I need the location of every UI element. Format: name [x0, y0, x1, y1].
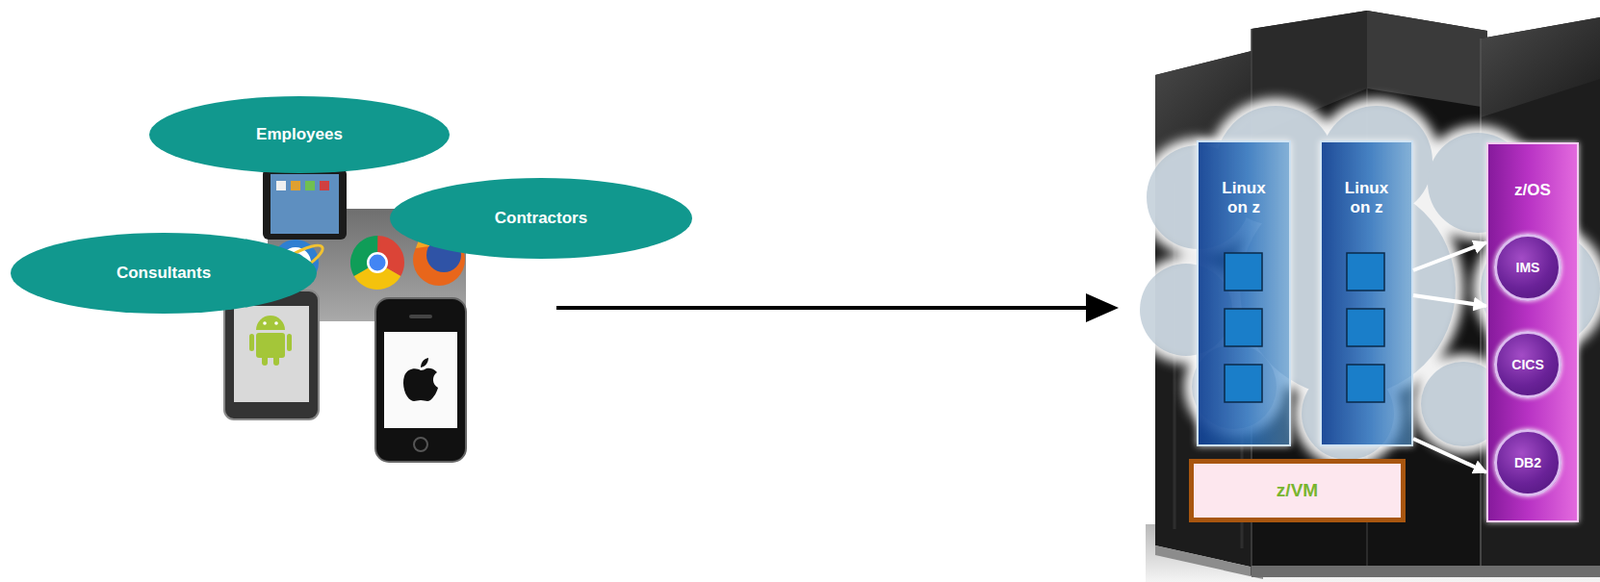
- user-group-ellipse: Employees: [149, 96, 450, 174]
- node-label: Linux on z: [1338, 179, 1396, 218]
- android-phone: [261, 355, 268, 366]
- tablet-device: [262, 168, 347, 240]
- android-phone: [274, 321, 279, 326]
- mainframe-illustration: [1480, 17, 1600, 118]
- android-phone: [262, 321, 267, 326]
- iphone-device: [375, 298, 466, 463]
- android-phone: [256, 333, 285, 359]
- mainframe-illustration: [1145, 10, 1600, 582]
- workload-squares: [1346, 364, 1385, 403]
- android-phone: [233, 306, 310, 403]
- user-group-ellipse: Contractors: [389, 178, 693, 259]
- mainframe-illustration: [1480, 17, 1600, 576]
- tablet-device: [305, 180, 315, 191]
- data-flow-arrow: [1413, 438, 1487, 473]
- tablet-device: [262, 168, 347, 240]
- workload-squares: [1224, 309, 1263, 347]
- workload-squares: [1346, 253, 1385, 291]
- iphone-device: [403, 368, 439, 402]
- iphone-device: [413, 438, 428, 452]
- subsystem-circle: DB2: [1494, 429, 1562, 497]
- workload-squares: [1346, 309, 1385, 347]
- node-label: z/VM: [1276, 480, 1318, 502]
- iphone-device: [375, 298, 466, 463]
- user-group-ellipse: Consultants: [10, 232, 317, 314]
- node-label: DB2: [1514, 455, 1542, 471]
- android-phone: [256, 315, 285, 331]
- mainframe-illustration: [1367, 10, 1488, 108]
- node-label: Employees: [256, 125, 343, 145]
- workload-squares: [1224, 253, 1263, 291]
- workload-squares: [1224, 364, 1263, 403]
- tablet-device: [319, 180, 330, 191]
- mainframe-illustration: [1155, 545, 1264, 580]
- node-label: IMS: [1516, 259, 1541, 276]
- android-phone: [224, 290, 319, 420]
- linux-partition-box: Linux on z: [1196, 140, 1291, 447]
- flow-arrow: [1085, 293, 1119, 323]
- tablet-device: [290, 180, 301, 191]
- chrome-logo: [366, 252, 388, 274]
- flow-arrow: [556, 293, 1119, 323]
- chrome-logo: [352, 237, 403, 288]
- node-label: Linux on z: [1214, 179, 1273, 218]
- chrome-logo: [352, 237, 403, 288]
- flow-arrow: [556, 306, 1090, 310]
- android-phone: [224, 290, 319, 420]
- iphone-device: [420, 358, 429, 368]
- android-phone: [249, 334, 255, 352]
- data-flow-arrow: [1413, 295, 1487, 307]
- zos-partition-box: z/OS IMS CICS DB2: [1486, 142, 1579, 523]
- hypervisor-box: z/VM: [1188, 459, 1406, 523]
- workload-squares: [1224, 253, 1385, 403]
- node-label: CICS: [1511, 357, 1544, 373]
- subsystem-circle: IMS: [1494, 233, 1562, 302]
- android-phone: [286, 334, 292, 352]
- node-label: z/OS: [1488, 180, 1577, 201]
- subsystem-circle: CICS: [1494, 331, 1562, 399]
- chrome-logo: [369, 255, 387, 272]
- chrome-logo: [352, 237, 403, 288]
- data-flow-arrow: [1413, 242, 1487, 271]
- node-label: Contractors: [494, 208, 588, 229]
- linux-partition-box: Linux on z: [1319, 140, 1414, 447]
- iphone-device: [409, 314, 433, 319]
- iphone-device: [384, 332, 458, 429]
- mainframe-illustration: [1251, 566, 1600, 578]
- tablet-device: [276, 180, 286, 191]
- tablet-device: [270, 174, 339, 234]
- android-phone: [273, 355, 280, 366]
- node-label: Consultants: [116, 263, 211, 284]
